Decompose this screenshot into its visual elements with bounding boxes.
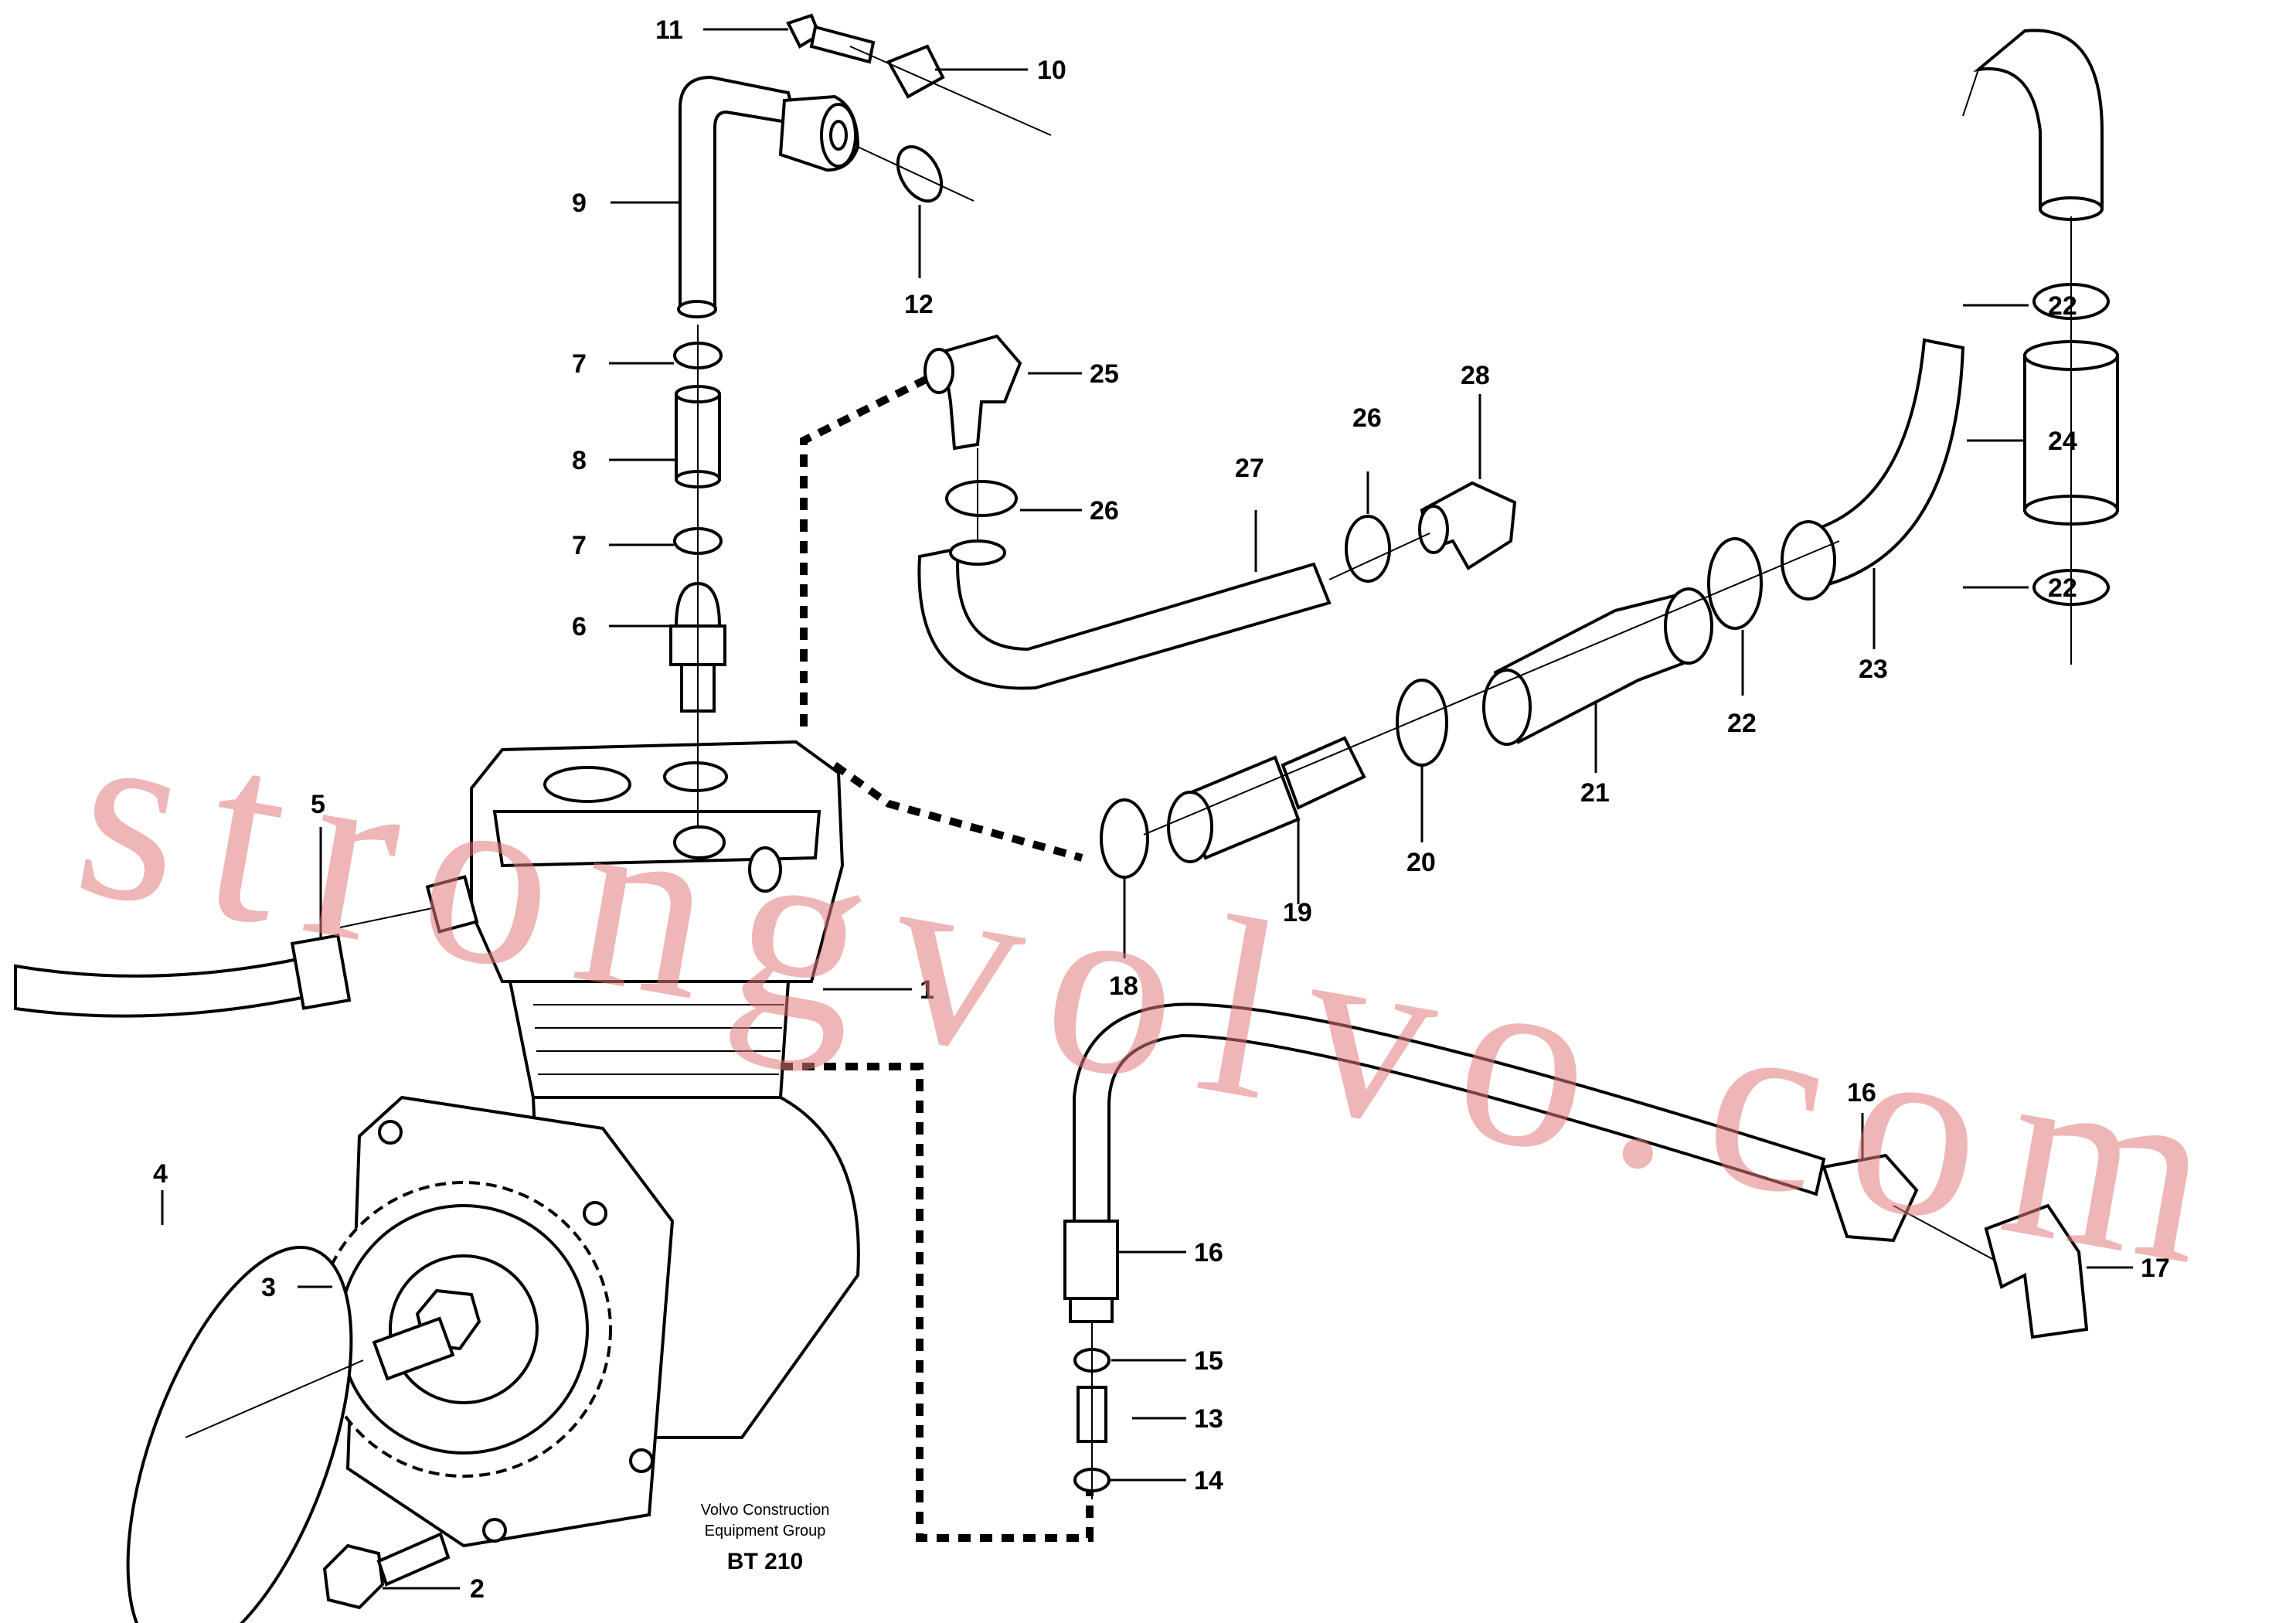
bolt-2 [322, 1532, 451, 1610]
callout-22-lower: 22 [2048, 573, 2077, 603]
callout-22-upper: 22 [2048, 291, 2077, 321]
hose-assembly-9 [677, 75, 860, 318]
clamp-22-middle [1707, 537, 1763, 630]
pipe-5 [14, 875, 479, 1018]
pipe-16 [1063, 1002, 1826, 1323]
clamp-26-lower [1345, 515, 1391, 583]
callout-9: 9 [572, 189, 587, 218]
callout-28: 28 [1461, 361, 1490, 390]
connector-19 [1167, 736, 1366, 863]
callout-11: 11 [655, 15, 683, 45]
callout-20: 20 [1407, 848, 1436, 877]
clamp-26-upper [945, 480, 1018, 517]
hose-21 [1482, 587, 1713, 746]
callout-7-upper: 7 [572, 349, 587, 379]
callout-5: 5 [311, 790, 325, 819]
tee-17 [1984, 1203, 2089, 1339]
callout-24: 24 [2048, 427, 2077, 456]
callout-18: 18 [1109, 971, 1138, 1001]
centre-lines [185, 46, 2072, 1499]
elbow-28 [1418, 481, 1517, 570]
callout-14: 14 [1194, 1466, 1223, 1495]
callout-10: 10 [1037, 56, 1066, 85]
clamp-20 [1396, 679, 1448, 767]
callout-26-upper: 26 [1352, 403, 1382, 433]
upper-right-hose [1973, 29, 2104, 221]
callout-8: 8 [572, 446, 587, 475]
bolt-11 [786, 13, 876, 64]
callout-23: 23 [1859, 655, 1888, 684]
callout-6: 6 [572, 612, 587, 641]
elbow-25 [924, 334, 1022, 451]
hose-27 [917, 539, 1332, 690]
nut-16-right [1821, 1153, 1919, 1243]
callout-2: 2 [470, 1574, 485, 1604]
hose-23 [1781, 338, 1965, 601]
clip-10 [886, 44, 945, 99]
callout-1: 1 [920, 975, 934, 1005]
callout-26-lower: 26 [1090, 496, 1119, 526]
callout-27: 27 [1235, 454, 1264, 483]
o-ring-4 [126, 1245, 353, 1623]
drawing-code: BT 210 [727, 1549, 803, 1574]
connection-line-25 [800, 375, 930, 726]
callout-12: 12 [904, 290, 934, 319]
callout-3: 3 [261, 1273, 276, 1302]
credit-line-1: Volvo Construction [701, 1502, 830, 1519]
callout-13: 13 [1194, 1404, 1223, 1434]
gear-3 [315, 1181, 612, 1478]
callout-16-right: 16 [1847, 1078, 1876, 1108]
callout-19: 19 [1283, 898, 1312, 927]
o-ring-12 [896, 145, 944, 203]
callout-25: 25 [1090, 359, 1119, 389]
callout-7-lower: 7 [572, 531, 587, 560]
callout-22-middle: 22 [1727, 709, 1757, 738]
credit-line-2: Equipment Group [705, 1523, 826, 1540]
connection-line-18 [832, 761, 1083, 862]
callout-16-left: 16 [1194, 1238, 1223, 1267]
connection-line-14 [781, 1063, 1094, 1542]
callout-15: 15 [1194, 1346, 1223, 1376]
leader-lines [161, 28, 2133, 1590]
callout-4: 4 [153, 1159, 168, 1189]
callout-17: 17 [2141, 1254, 2170, 1283]
callout-21: 21 [1580, 778, 1610, 808]
